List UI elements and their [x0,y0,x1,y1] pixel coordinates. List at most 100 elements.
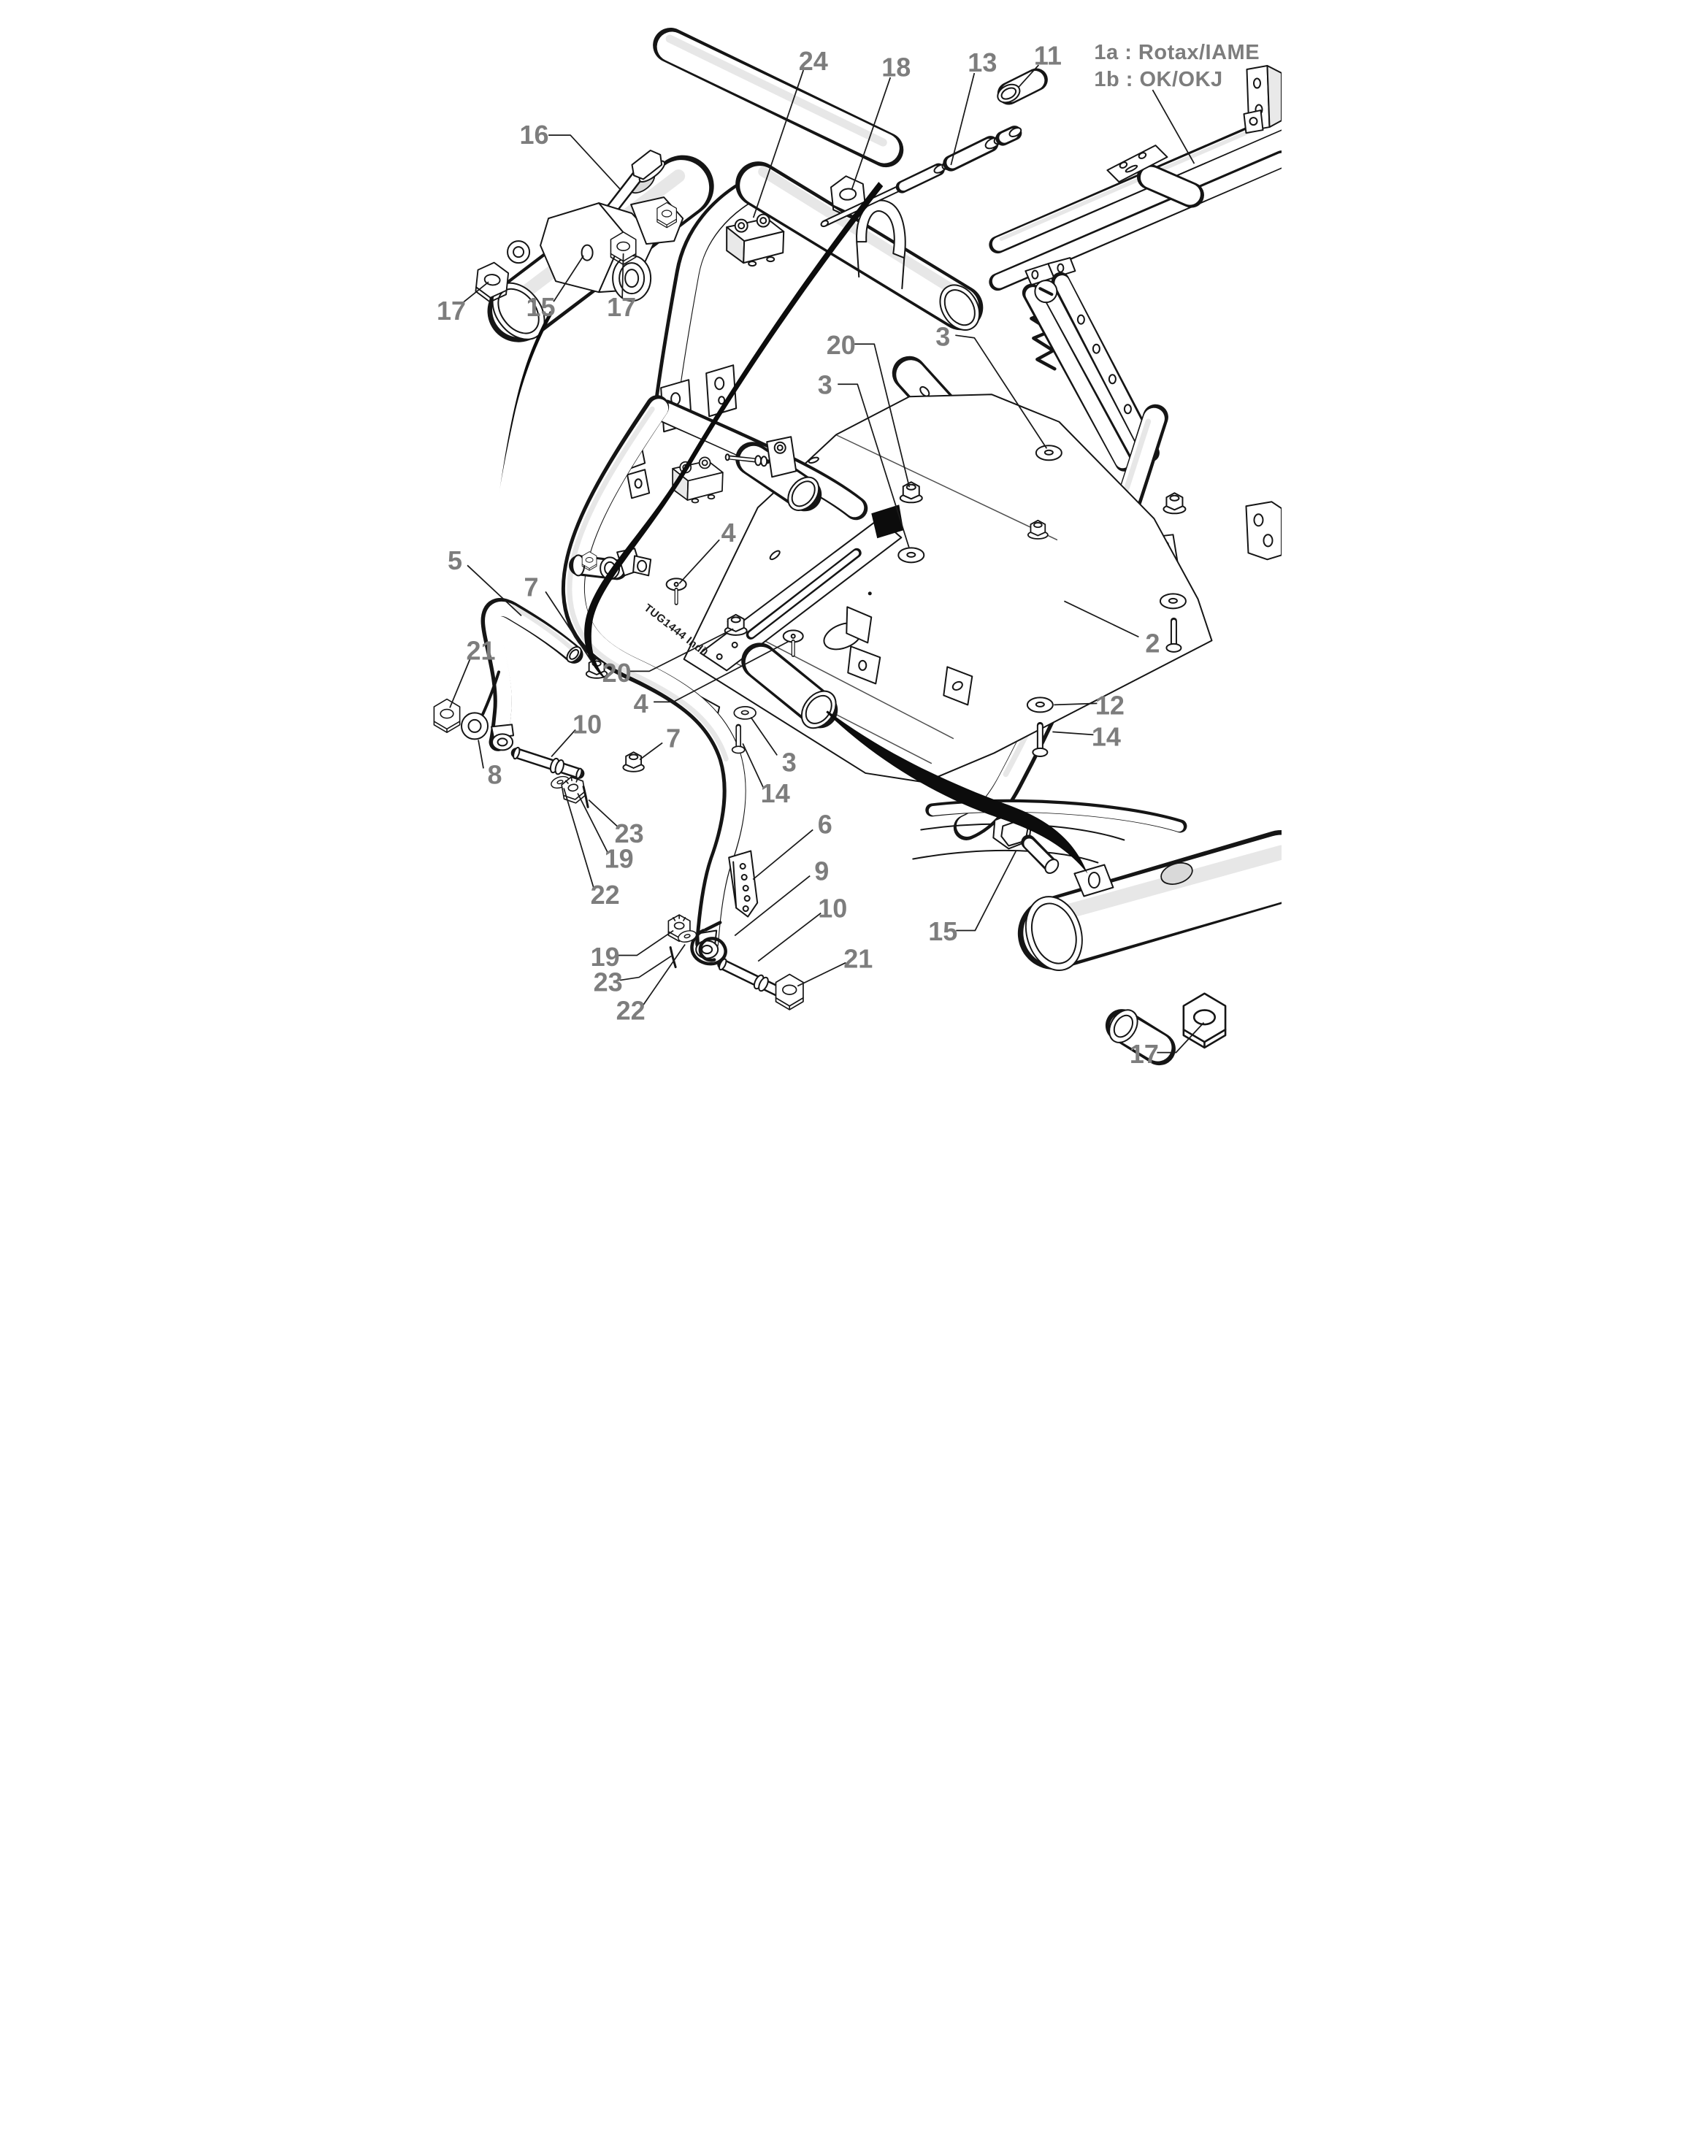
note-leader-line [1152,89,1195,164]
part-15-bracket [539,196,683,302]
rear-crossmember [653,161,983,422]
callout-label-8-15: 8 [487,759,502,789]
callout-leader-24-0 [752,69,804,218]
callout-label-17-5: 17 [436,296,465,326]
part-12-washer [1026,697,1054,713]
stabilizer-lower-assembly [667,850,804,1010]
callout-leader-19-26 [576,793,608,853]
callout-leader-11-3 [1017,64,1039,88]
rear-corner-bracket [1242,65,1282,134]
callout-leader-20-8 [854,343,910,488]
side-rails-1a-1b [988,112,1282,291]
part-13-rod [820,126,1022,228]
callout-leader-23-25 [588,799,619,828]
callout-label-3-20: 3 [781,747,796,777]
detail-steering-clamp [473,149,714,342]
callout-leader-15-35 [955,851,1016,932]
callout-leader-3-20 [749,716,778,756]
callout-label-20-8: 20 [826,330,855,360]
callout-leader-19-31 [616,929,674,956]
part-10-pin-upper [511,745,583,781]
callout-label-7-19: 7 [666,723,681,753]
callout-label-5-11: 5 [448,545,462,575]
callout-leader-12-23 [1053,702,1097,706]
part-11-bushing [996,68,1048,105]
callout-label-22-27: 22 [590,880,619,910]
seat-struts [1022,257,1160,472]
callout-label-15-6: 15 [526,292,555,322]
tube-stub [1105,1009,1176,1066]
callout-leader-14-24 [1052,731,1093,736]
part-7-nut-lower [621,751,645,772]
callout-label-24-0: 24 [798,46,827,76]
callout-label-17-36: 17 [1129,1039,1158,1069]
detail-rod-13-group [652,28,1048,267]
detail-tube-end [911,799,1282,1066]
callout-leader-2-22 [1063,600,1139,638]
part-21-nut-right [775,973,804,1010]
callout-leader-5-11 [466,564,522,616]
callout-leader-15-6 [552,255,584,302]
callout-leader-22-27 [562,788,594,889]
callout-leader-16-4 [548,134,621,191]
callout-label-15-35: 15 [928,916,957,946]
part-21-nut-left [433,698,460,734]
note-1b: 1b : OK/OKJ [1094,68,1222,91]
callout-label-10-30: 10 [818,894,847,924]
callout-label-19-31: 19 [590,942,619,972]
callout-leader-14-21 [741,743,764,788]
part-6-blade [727,850,758,918]
part-3-washer-b [897,547,924,564]
callout-label-12-23: 12 [1095,690,1124,720]
diagram-canvas: TUG1444 Ind0 [426,0,1282,1079]
callout-leader-17-5 [461,281,489,304]
callout-label-14-24: 14 [1091,721,1120,751]
callout-leader-3-10 [837,383,910,549]
callout-leader-20-17 [629,628,734,672]
callout-leader-18-1 [850,77,891,191]
callout-label-14-21: 14 [760,778,789,808]
callout-leader-7-12 [544,591,594,665]
swoosh-right [825,710,1087,874]
callout-leader-6-28 [752,829,813,881]
callout-label-22-33: 22 [616,996,645,1026]
callout-leader-13-2 [949,72,975,166]
callout-label-19-26: 19 [604,844,633,874]
callout-leader-3-9 [954,334,1047,449]
part-9-spring [689,921,727,966]
callout-label-21-34: 21 [843,944,873,974]
part-17-nut-bottom [1182,992,1226,1049]
callout-leader-7-19 [639,742,663,761]
callout-label-7-12: 7 [524,572,538,602]
callout-label-11-3: 11 [1033,41,1061,71]
callout-leader-10-16 [550,729,576,758]
callout-leader-23-32 [619,955,672,981]
callout-label-13-2: 13 [968,47,997,77]
part-23-pin-lower [669,946,677,969]
callout-leader-lines [448,64,1204,1054]
callout-label-10-16: 10 [572,709,602,739]
part-3-washer-c [732,706,757,720]
callout-leader-9-29 [734,875,811,937]
callout-label-20-17: 20 [602,658,631,688]
callout-leader-17-36 [1156,1021,1204,1054]
callout-leader-4-13 [678,539,720,584]
callout-label-21-14: 21 [466,635,495,665]
callout-label-2-22: 2 [1145,628,1160,658]
callout-leader-4-18 [653,640,789,703]
swoosh-arrows [499,182,1087,874]
torsion-receiver-upper [724,436,822,512]
note-1a: 1a : Rotax/IAME [1094,41,1260,64]
callout-label-18-1: 18 [881,53,911,83]
callout-label-6-28: 6 [817,809,832,839]
callout-leader-21-14 [448,656,472,708]
callout-label-3-10: 3 [817,370,832,400]
callout-label-4-13: 4 [721,518,735,548]
part-23-pin-upper [582,785,589,808]
part-4-screw-1 [666,578,686,603]
callout-label-3-9: 3 [935,322,950,352]
part-5-torsion-bar [480,598,583,751]
part-24-clamp [725,213,784,267]
callout-label-17-7: 17 [607,292,636,322]
